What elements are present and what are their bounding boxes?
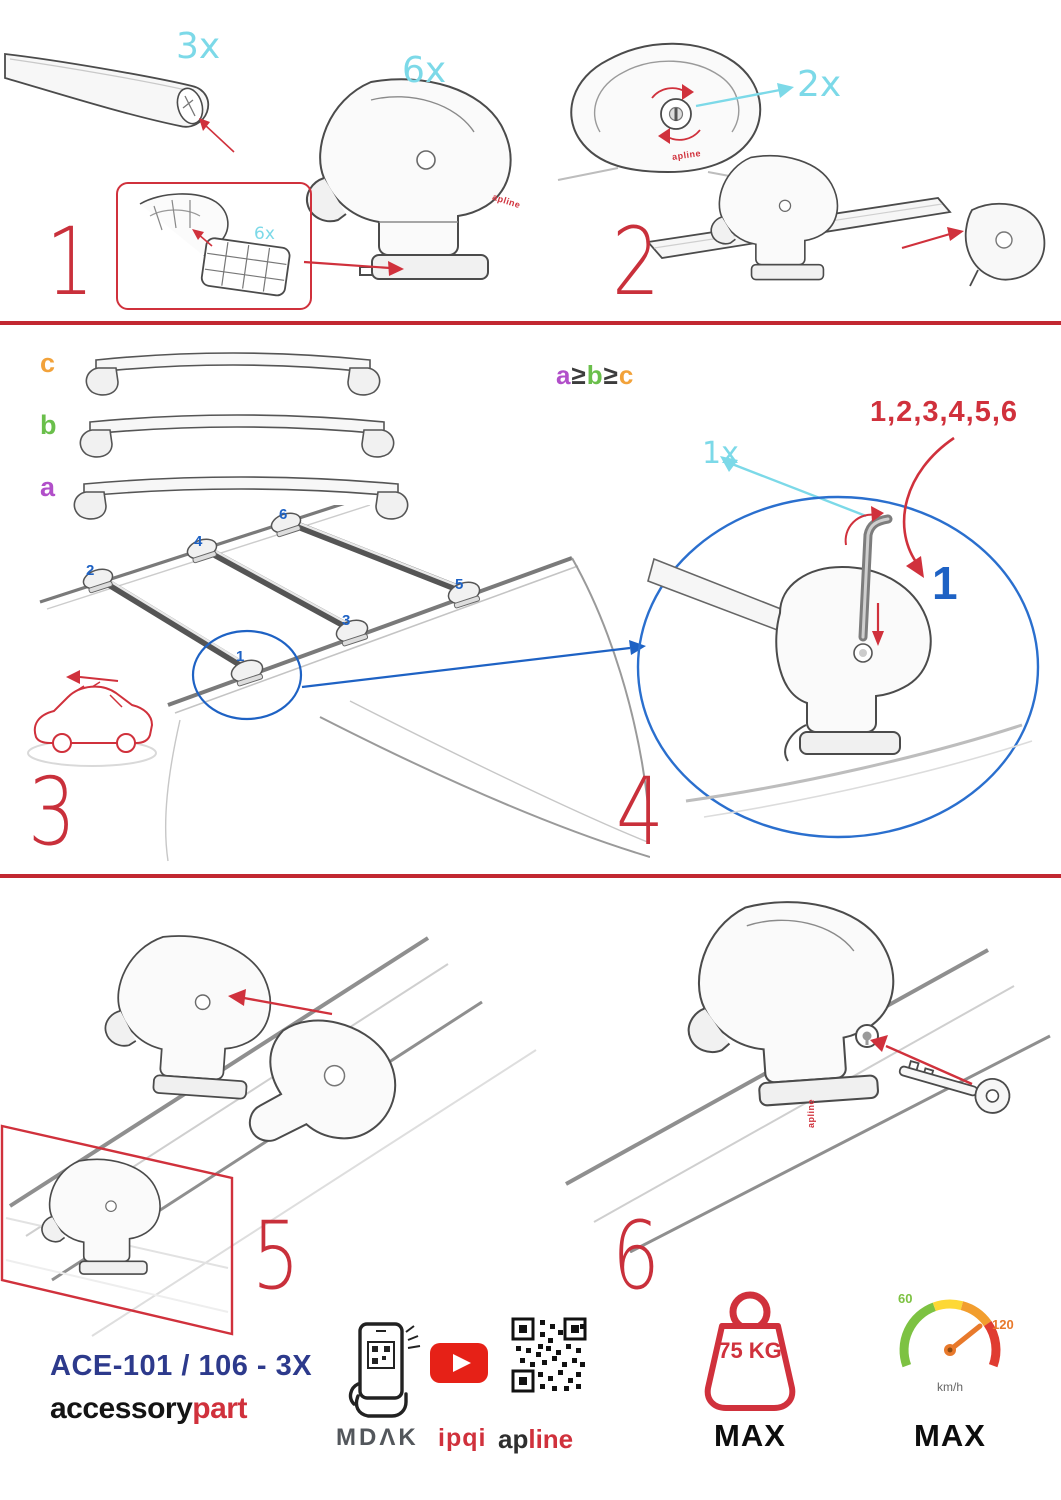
sequence-arrow [902,436,955,578]
car-inset [27,670,157,767]
rule-b: b [586,360,604,390]
speed-low-label: 60 [898,1291,913,1306]
step-6-number: 6 [612,1202,660,1311]
brand-apline: apline [498,1424,573,1455]
brand-part: part [192,1392,247,1425]
step-2-number: 2 [612,208,660,317]
foot-brand-step6: apline [806,1098,816,1128]
speed-max-label: MAX [914,1418,986,1453]
size-label-c: c [40,348,56,378]
brand-apline-line: line [528,1424,574,1454]
section-divider [0,321,1061,325]
step5-illustration [0,935,537,1337]
weight-max-label: MAX [714,1418,786,1453]
phone-scan-icon [348,1322,421,1418]
qty-pad-label: 6x [254,224,275,244]
brand-apline-ap: ap [498,1424,529,1454]
rule-c: c [618,360,635,390]
rule-a: a [556,360,572,390]
size-label-b: b [40,410,57,440]
detail-circle-illustration [636,495,1040,839]
roof-position-6: 6 [279,506,288,523]
qty-lock-label: 2x [797,64,842,105]
rule-gte2: ≥ [603,360,619,390]
bar-end-illustration [4,52,235,153]
weight-limit-icon [704,1291,796,1411]
step-1-number: 1 [46,208,94,317]
weight-limit-value: 75 KG [718,1338,782,1363]
qty-bar-label: 3x [176,26,221,67]
speed-high-label: 120 [992,1317,1014,1332]
step5-inset-panel [0,1124,234,1336]
qty-lock-arrow [695,83,794,108]
crossbar-a-illustration [73,476,409,520]
youtube-icon [430,1343,488,1383]
speed-unit-label: km/h [936,1380,963,1394]
step-3-number: 3 [28,758,76,867]
tightening-sequence: 1,2,3,4,5,6 [870,396,1019,428]
section-divider [0,874,1061,878]
lock-top-view-illustration [557,42,773,185]
crossbar-c-illustration [85,352,381,396]
rule-gte1: ≥ [571,360,587,390]
step-5-number: 5 [252,1202,300,1311]
size-rule: a≥b≥c [556,360,634,391]
step6-illustration [565,901,1051,1253]
speedometer-icon [899,1299,1001,1368]
size-label-a: a [40,472,56,502]
pad-inset-illustration [139,193,291,297]
qty-key-arrow [720,456,867,518]
car-roof-illustration [27,505,650,862]
brand-accessorypart: accessorypart [50,1392,247,1426]
brand-mdak: MDΛK [336,1424,419,1451]
roof-position-2: 2 [86,562,95,579]
brand-ipqi: ipqi [438,1424,487,1452]
bar-endcap-illustration [646,154,1046,287]
roof-position-1: 1 [236,648,245,665]
roof-position-5: 5 [455,576,464,593]
position-1-circle [191,629,303,721]
model-number: ACE-101 / 106 - 3X [50,1350,313,1382]
roof-position-3: 3 [342,612,351,629]
roof-position-4: 4 [194,533,203,550]
inset-arrow [303,260,404,276]
sequence-start-number: 1 [932,557,958,609]
pad-inset-box [116,182,312,310]
crossbar-b-illustration [79,414,395,458]
foot-clamp-illustration [306,78,512,280]
key-illustration [898,1059,1011,1114]
brand-accessory: accessory [50,1392,193,1425]
qty-foot-label: 6x [402,50,447,91]
step-4-number: 4 [616,758,664,867]
qr-code [510,1316,588,1394]
